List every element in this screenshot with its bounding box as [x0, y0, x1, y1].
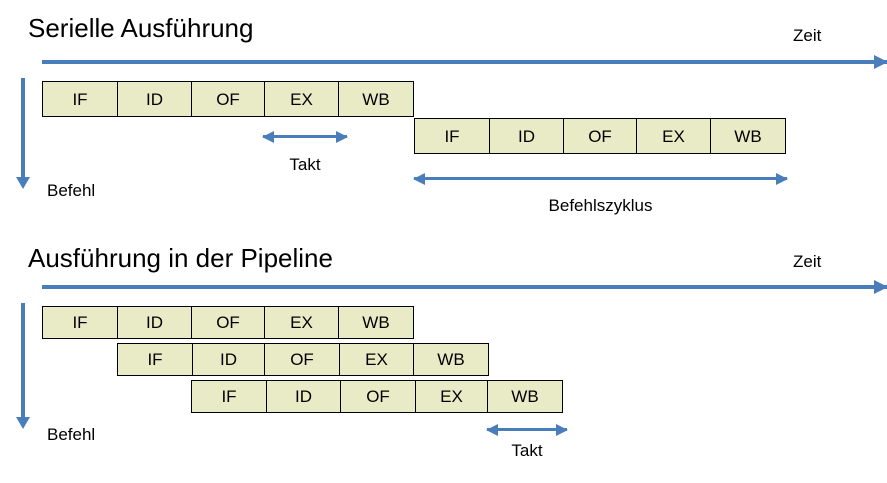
stage-box: OF [191, 306, 265, 339]
takt-measure-arrow-bottom [487, 428, 567, 431]
stage-box: EX [263, 306, 340, 339]
serial-row-1: IF ID OF EX WB [42, 81, 414, 117]
stage-box: EX [263, 81, 340, 117]
time-axis-bottom [42, 285, 887, 289]
pipeline-row-2: IF ID OF EX WB [117, 343, 489, 376]
time-axis-top [42, 60, 887, 64]
instruction-axis-label-bottom: Befehl [47, 425, 96, 444]
takt-measure-label-top: Takt [289, 155, 321, 174]
stage-box: IF [42, 81, 118, 117]
befehlszyklus-measure-arrow [414, 177, 787, 180]
takt-measure-label-bottom: Takt [511, 441, 543, 460]
time-axis-label-top: Zeit [793, 26, 822, 45]
stage-box: EX [635, 118, 712, 154]
pipeline-row-3: IF ID OF EX WB [191, 380, 563, 413]
stage-box: EX [338, 343, 415, 376]
stage-box: IF [191, 380, 267, 413]
stage-box: WB [338, 306, 414, 339]
stage-box: IF [117, 343, 193, 376]
stage-box: OF [191, 81, 265, 117]
stage-box: ID [191, 343, 266, 376]
instruction-axis-arrow-top [21, 78, 25, 178]
time-axis-label-bottom: Zeit [793, 252, 822, 271]
takt-measure-arrow-top [263, 135, 347, 138]
stage-box: ID [116, 81, 193, 117]
stage-box: WB [413, 343, 489, 376]
serial-row-2: IF ID OF EX WB [414, 118, 786, 154]
section-title-pipeline: Ausführung in der Pipeline [28, 243, 333, 273]
stage-box: WB [710, 118, 786, 154]
section-title-serial: Serielle Ausführung [28, 13, 254, 43]
stage-box: OF [264, 343, 340, 376]
stage-box: IF [414, 118, 490, 154]
instruction-axis-label-top: Befehl [47, 181, 96, 200]
stage-box: ID [265, 380, 342, 413]
stage-box: ID [116, 306, 193, 339]
befehlszyklus-measure-label: Befehlszyklus [548, 196, 653, 215]
stage-box: EX [414, 380, 489, 413]
stage-box: WB [487, 380, 563, 413]
instruction-axis-arrow-bottom [21, 303, 25, 418]
stage-box: WB [338, 81, 414, 117]
stage-box: IF [42, 306, 118, 339]
pipeline-row-1: IF ID OF EX WB [42, 306, 414, 339]
stage-box: OF [563, 118, 637, 154]
stage-box: OF [340, 380, 416, 413]
stage-box: ID [488, 118, 565, 154]
